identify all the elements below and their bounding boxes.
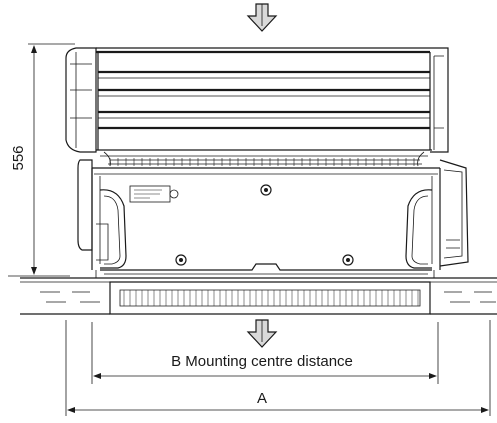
b-dimension-label: B Mounting centre distance — [171, 353, 353, 370]
a-dimension-label: A — [257, 390, 267, 407]
airflow-arrow-icon — [246, 319, 278, 348]
grille — [109, 158, 415, 166]
overall-width-dimension: A — [65, 320, 491, 416]
airflow-arrow-icon — [246, 3, 278, 32]
height-label: 556 — [10, 145, 27, 170]
ceiling-surface — [20, 277, 497, 315]
height-dimension: 556 — [8, 43, 75, 277]
unit-body — [65, 47, 469, 279]
mounting-distance-dimension: B Mounting centre distance — [91, 322, 439, 384]
